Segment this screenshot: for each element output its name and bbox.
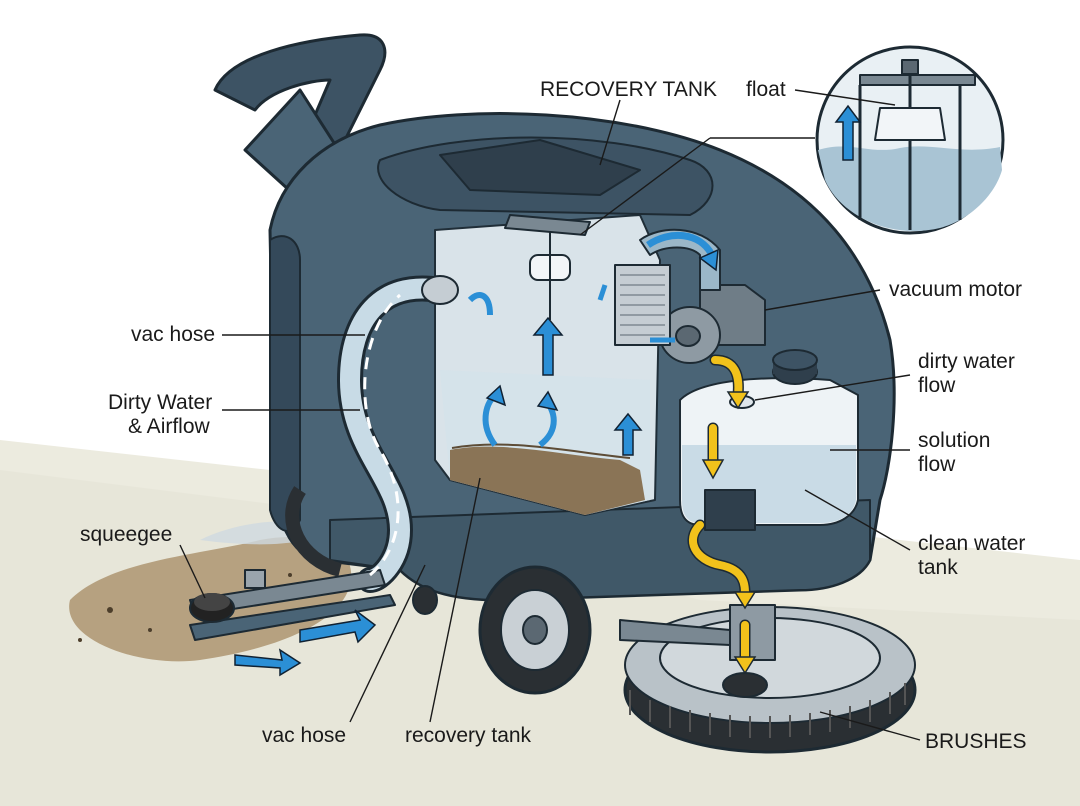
label-clean-water-tank-1: clean water (918, 532, 1025, 555)
label-recovery-tank-bottom: recovery tank (405, 724, 532, 747)
blue-airflow-arrow (234, 231, 719, 677)
clean-water-tank (679, 349, 859, 531)
brush-deck (619, 604, 917, 754)
label-dirty-water-flow-1: dirty water (918, 350, 1015, 373)
float-inset (815, 45, 1005, 235)
squeegee (189, 569, 396, 641)
wheel (412, 565, 592, 695)
sludge (450, 446, 645, 515)
label-vacuum-motor: vacuum motor (889, 278, 1022, 301)
yellow-flow-arrow (687, 354, 757, 675)
label-float: float (746, 78, 786, 101)
leader-lines (179, 89, 921, 741)
label-recovery-tank-top: RECOVERY TANK (540, 78, 717, 101)
label-vac-hose-left: vac hose (131, 323, 215, 346)
label-dirty-water-airflow-2: & Airflow (128, 415, 211, 438)
labels: RECOVERY TANK float vacuum motor vac hos… (80, 78, 1027, 753)
vac-hose (285, 275, 459, 593)
label-solution-flow-1: solution (918, 429, 990, 452)
label-squeegee: squeegee (80, 523, 172, 546)
label-clean-water-tank-2: tank (918, 556, 958, 579)
label-dirty-water-flow-2: flow (918, 374, 956, 397)
vacuum-motor (614, 228, 766, 364)
label-solution-flow-2: flow (918, 453, 956, 476)
label-brushes: BRUSHES (925, 730, 1027, 753)
label-vac-hose-bottom: vac hose (262, 724, 346, 747)
label-dirty-water-airflow-1: Dirty Water (108, 391, 212, 414)
